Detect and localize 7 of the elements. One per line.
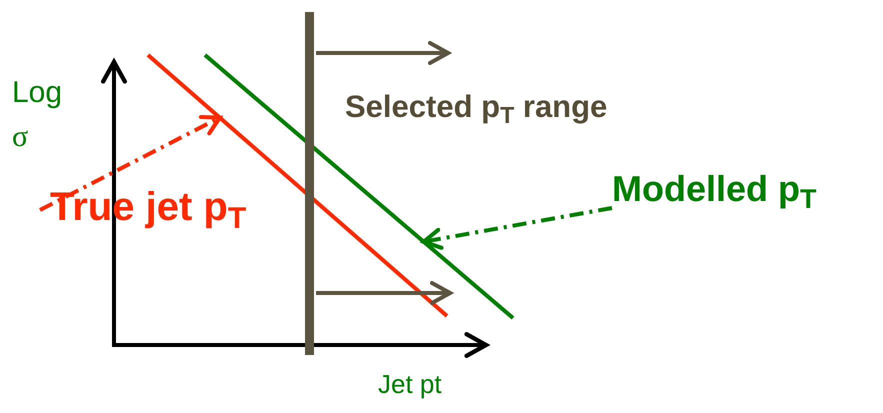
axis-label: Jet pt bbox=[378, 368, 442, 400]
axis-label: σ bbox=[12, 119, 28, 155]
axis-label: Log bbox=[12, 75, 62, 111]
range-label: Selected p$_{T}$ range bbox=[345, 88, 608, 127]
leader-arrow bbox=[422, 206, 612, 250]
spectrum-line bbox=[204, 53, 514, 320]
series-label: Modelled p$_{T}$ bbox=[612, 166, 816, 211]
